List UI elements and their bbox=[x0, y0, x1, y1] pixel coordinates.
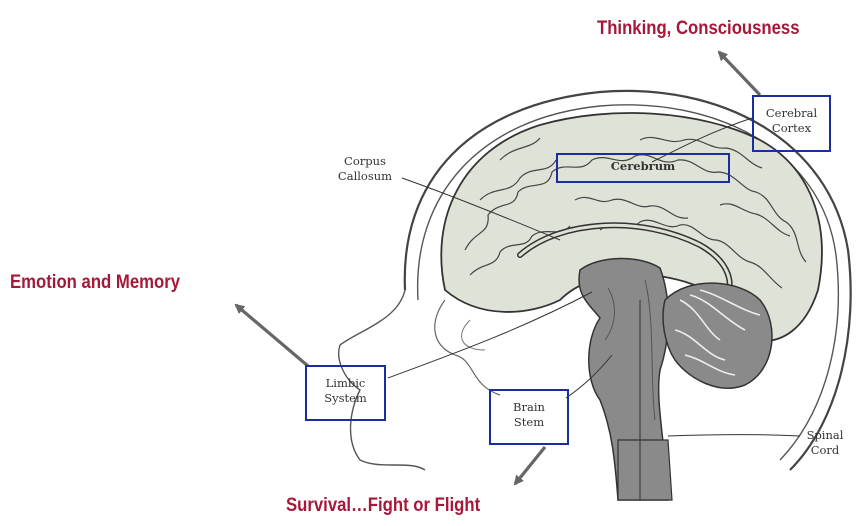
arrow-to-emotion bbox=[236, 305, 308, 366]
arrow-to-survival bbox=[515, 447, 545, 484]
label-spinal-cord-line2: Cord bbox=[800, 443, 850, 458]
label-brain-stem: Brain Stem bbox=[492, 400, 566, 430]
label-spinal-cord: Spinal Cord bbox=[800, 428, 850, 458]
spinal-cord-shape bbox=[618, 440, 672, 500]
label-cerebral-cortex-line2: Cortex bbox=[755, 121, 828, 136]
arrow-to-thinking bbox=[719, 52, 760, 95]
function-label-survival: Survival…Fight or Flight bbox=[286, 495, 480, 517]
label-cerebral-cortex: Cerebral Cortex bbox=[755, 106, 828, 136]
nasal-lines bbox=[435, 300, 500, 395]
cerebellum-shape bbox=[663, 283, 772, 388]
label-corpus-callosum-line1: Corpus bbox=[330, 154, 400, 169]
label-limbic-system-line1: Limbic bbox=[308, 376, 383, 391]
label-brain-stem-line2: Stem bbox=[492, 415, 566, 430]
label-cerebrum: Cerebrum bbox=[560, 159, 726, 174]
function-label-thinking: Thinking, Consciousness bbox=[597, 18, 800, 40]
label-corpus-callosum: Corpus Callosum bbox=[330, 154, 400, 184]
label-limbic-system-line2: System bbox=[308, 391, 383, 406]
label-corpus-callosum-line2: Callosum bbox=[330, 169, 400, 184]
leader-spinal-cord bbox=[668, 435, 800, 437]
label-brain-stem-line1: Brain bbox=[492, 400, 566, 415]
label-cerebral-cortex-line1: Cerebral bbox=[755, 106, 828, 121]
label-limbic-system: Limbic System bbox=[308, 376, 383, 406]
function-label-emotion: Emotion and Memory bbox=[10, 272, 180, 294]
label-spinal-cord-line1: Spinal bbox=[800, 428, 850, 443]
